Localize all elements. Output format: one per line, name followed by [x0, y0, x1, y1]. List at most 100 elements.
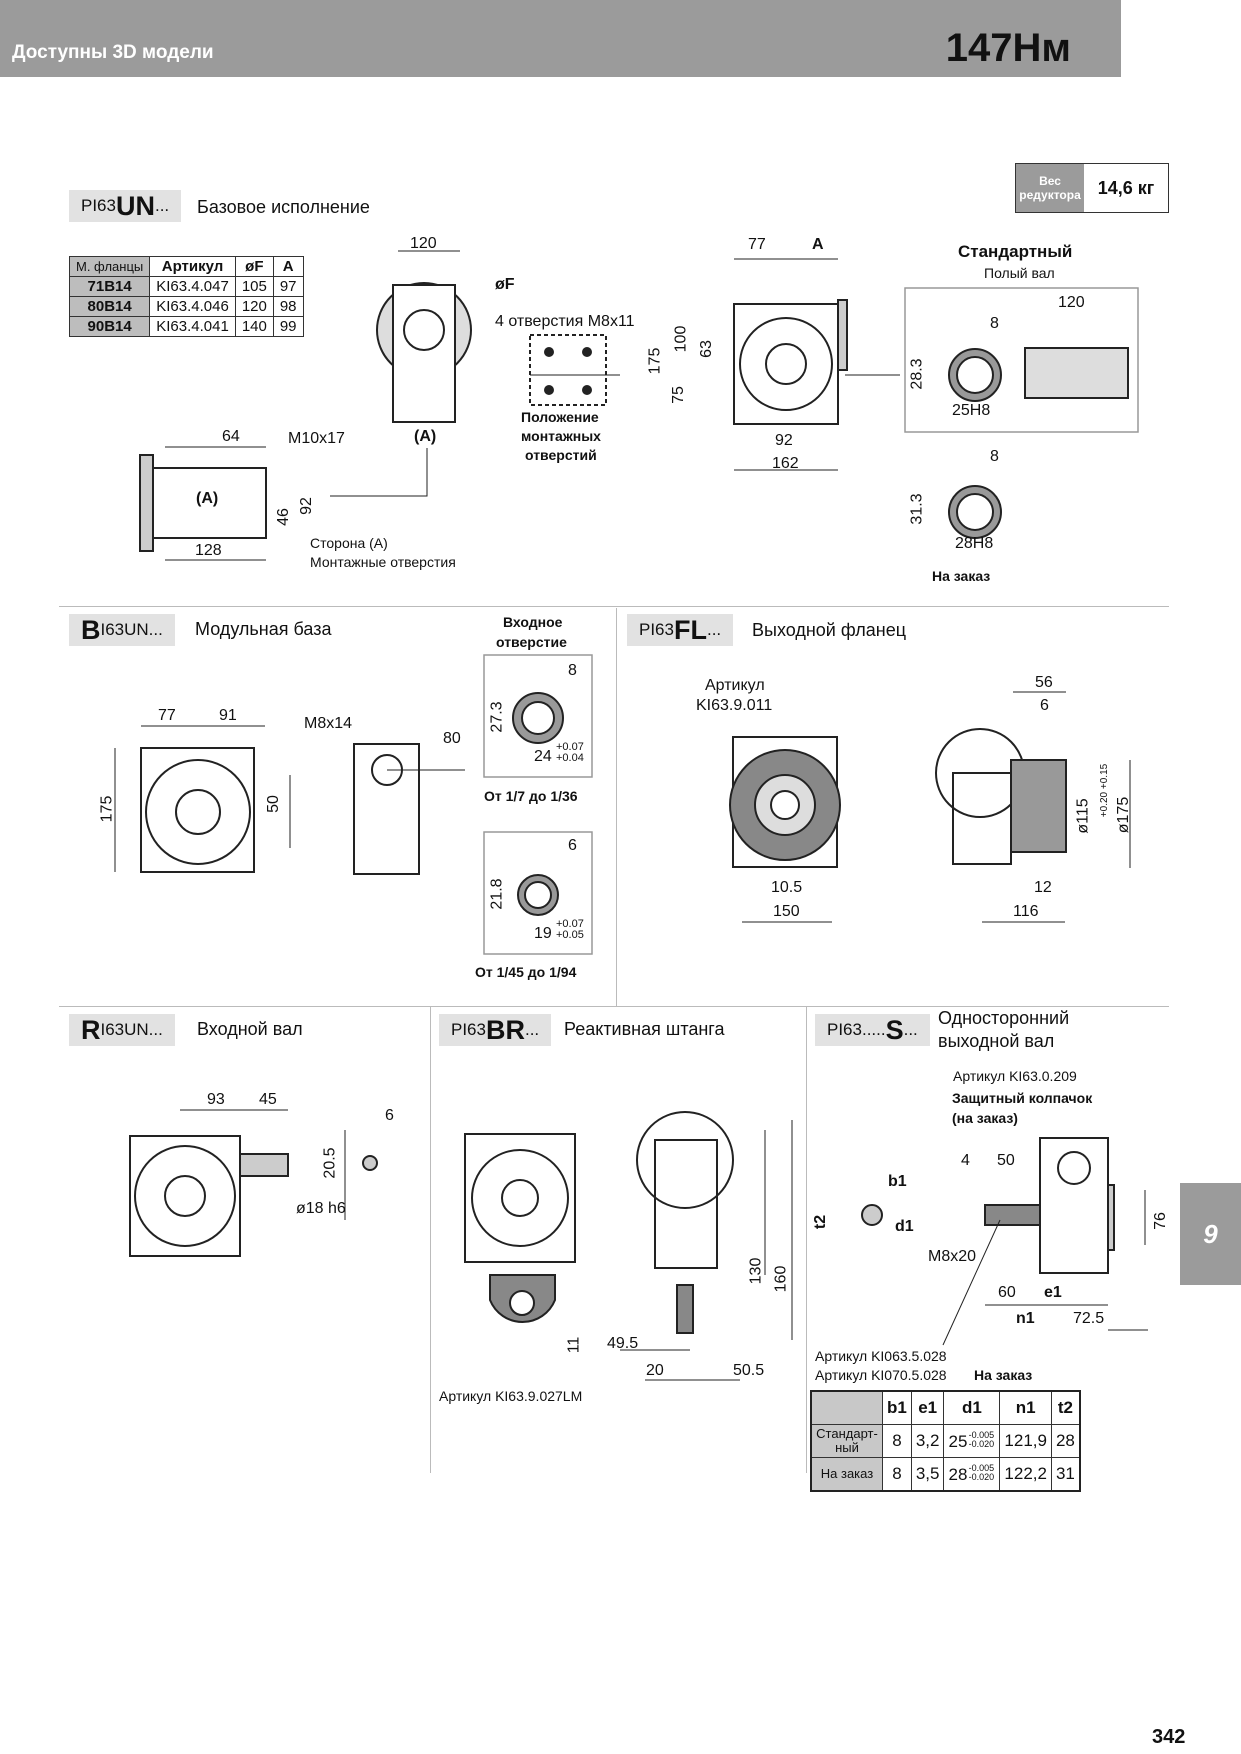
header-bar: Доступны 3D модели 147Нм I63	[0, 0, 1222, 82]
flange-title: Выходной фланец	[752, 620, 907, 640]
dim-77: 77	[748, 236, 766, 253]
std-dim-120: 120	[1058, 294, 1085, 311]
table-cell: 99	[272, 316, 304, 337]
ss-dim-60: 60	[998, 1284, 1016, 1301]
is-dim-18: ø18 h6	[296, 1200, 346, 1217]
dim-m10x17: M10x17	[288, 430, 345, 447]
single-shaft-title1: Односторонний	[938, 1008, 1070, 1028]
flange-art-label: Артикул	[705, 677, 765, 694]
table-cell: 120	[234, 296, 274, 317]
table-cell: KI63.4.046	[149, 296, 236, 317]
code-bold: FL	[673, 614, 707, 645]
table-cell: 71B14	[68, 276, 151, 297]
table-header: b1	[882, 1390, 912, 1425]
table-header: d1	[943, 1390, 1001, 1425]
dim-162: 162	[772, 455, 799, 472]
divider	[616, 608, 617, 1006]
table-cell: 25-0.005 -0.020	[943, 1424, 1001, 1458]
divider	[59, 606, 1169, 607]
code-suffix: ...	[903, 1020, 918, 1039]
code-suffix: ...	[706, 620, 722, 639]
hole1-dim-8: 8	[568, 662, 577, 679]
holepos-line1: Положение	[521, 409, 599, 425]
hole1-dim-24: 24	[534, 748, 552, 765]
holes-label: 4 отверстия M8x11	[495, 313, 635, 330]
is-dim-6: 6	[385, 1107, 394, 1124]
page-number: 342	[1152, 1726, 1186, 1748]
code-prefix: PI63	[81, 196, 116, 215]
table-cell: 121,9	[999, 1424, 1052, 1458]
std-dim-8: 8	[990, 315, 999, 332]
code-bold: BR	[485, 1014, 525, 1045]
table-row: 71B14 KI63.4.047 105 97	[68, 276, 304, 297]
single-shaft-title2: выходной вал	[938, 1031, 1055, 1051]
flange-art-number: KI63.9.011	[696, 697, 773, 714]
table-header: t2	[1050, 1390, 1081, 1425]
code-bold: B	[81, 614, 101, 645]
ss-t2: t2	[812, 1214, 830, 1230]
table-header: n1	[999, 1390, 1052, 1425]
standard-title: Стандартный	[958, 242, 1073, 261]
hole2-range: От 1/45 до 1/94	[475, 964, 577, 980]
standard-subtitle: Полый вал	[984, 265, 1055, 281]
base-title: Базовое исполнение	[197, 197, 370, 217]
dim-120: 120	[410, 235, 437, 252]
std-dim-25h8: 25H8	[952, 402, 991, 419]
ss-e1: e1	[1044, 1284, 1062, 1301]
single-shaft-code-box: PI63.....S...	[815, 1014, 930, 1046]
mod-dim-80: 80	[443, 730, 461, 747]
is-dim-93: 93	[207, 1091, 225, 1108]
order-dim-28h8: 28H8	[955, 535, 994, 552]
mod-dim-77: 77	[158, 707, 176, 724]
table-row: 90B14 KI63.4.041 140 99	[68, 316, 304, 337]
is-dim-45: 45	[259, 1091, 277, 1108]
ss-cap1: Защитный колпачок	[952, 1090, 1093, 1106]
d1-value: 25	[948, 1431, 968, 1451]
table-header	[810, 1390, 883, 1425]
ta-dim-50: 50.5	[733, 1362, 765, 1379]
hole2-tol: +0.07 +0.05	[556, 918, 584, 941]
shaft-table: b1 e1 d1 n1 t2 Стандарт-ный 8 3,2 25-0.0…	[810, 1390, 1081, 1492]
hole1-tol: +0.07 +0.04	[556, 741, 584, 764]
code-bold: S	[885, 1014, 904, 1045]
mount-holes-note: Монтажные отверстия	[310, 554, 456, 570]
code-bold: UN	[115, 190, 155, 221]
code-rest: I63UN...	[100, 620, 163, 639]
table-cell: 28-0.005 -0.020	[943, 1457, 1001, 1492]
code-rest: I63UN...	[100, 1020, 163, 1039]
mod-dim-91: 91	[219, 707, 237, 724]
ss-dim-50: 50	[997, 1152, 1015, 1169]
hole1-range: От 1/7 до 1/36	[484, 788, 578, 804]
fl-dim-56: 56	[1035, 674, 1053, 691]
torque-value: 147Нм	[945, 26, 1071, 70]
table-cell: 140	[234, 316, 274, 337]
model-code: I63	[1117, 0, 1223, 82]
ss-m8x20: M8x20	[928, 1248, 977, 1265]
d1-tolerance: -0.005 -0.020	[968, 1462, 995, 1482]
table-header: e1	[910, 1390, 945, 1425]
order-dim-8: 8	[990, 448, 999, 465]
table-cell: 80B14	[68, 296, 151, 317]
code-suffix: ...	[154, 196, 170, 215]
ss-dim-4: 4	[961, 1152, 970, 1169]
table-cell: 8	[882, 1424, 912, 1458]
input-title2: отверстие	[496, 634, 567, 650]
input-title1: Входное	[503, 614, 563, 630]
ss-d1: d1	[895, 1218, 914, 1235]
fl-dim-12: 12	[1034, 879, 1052, 896]
table-cell: 28	[1050, 1424, 1081, 1458]
ss-n1: n1	[1016, 1310, 1035, 1327]
table-cell: KI63.4.041	[149, 316, 236, 337]
ss-cap2: (на заказ)	[952, 1110, 1018, 1126]
section-tab: 9	[1180, 1183, 1241, 1285]
input-shaft-title: Входной вал	[197, 1019, 303, 1039]
side-a-label: (A)	[414, 428, 437, 445]
table-cell: 105	[234, 276, 274, 297]
